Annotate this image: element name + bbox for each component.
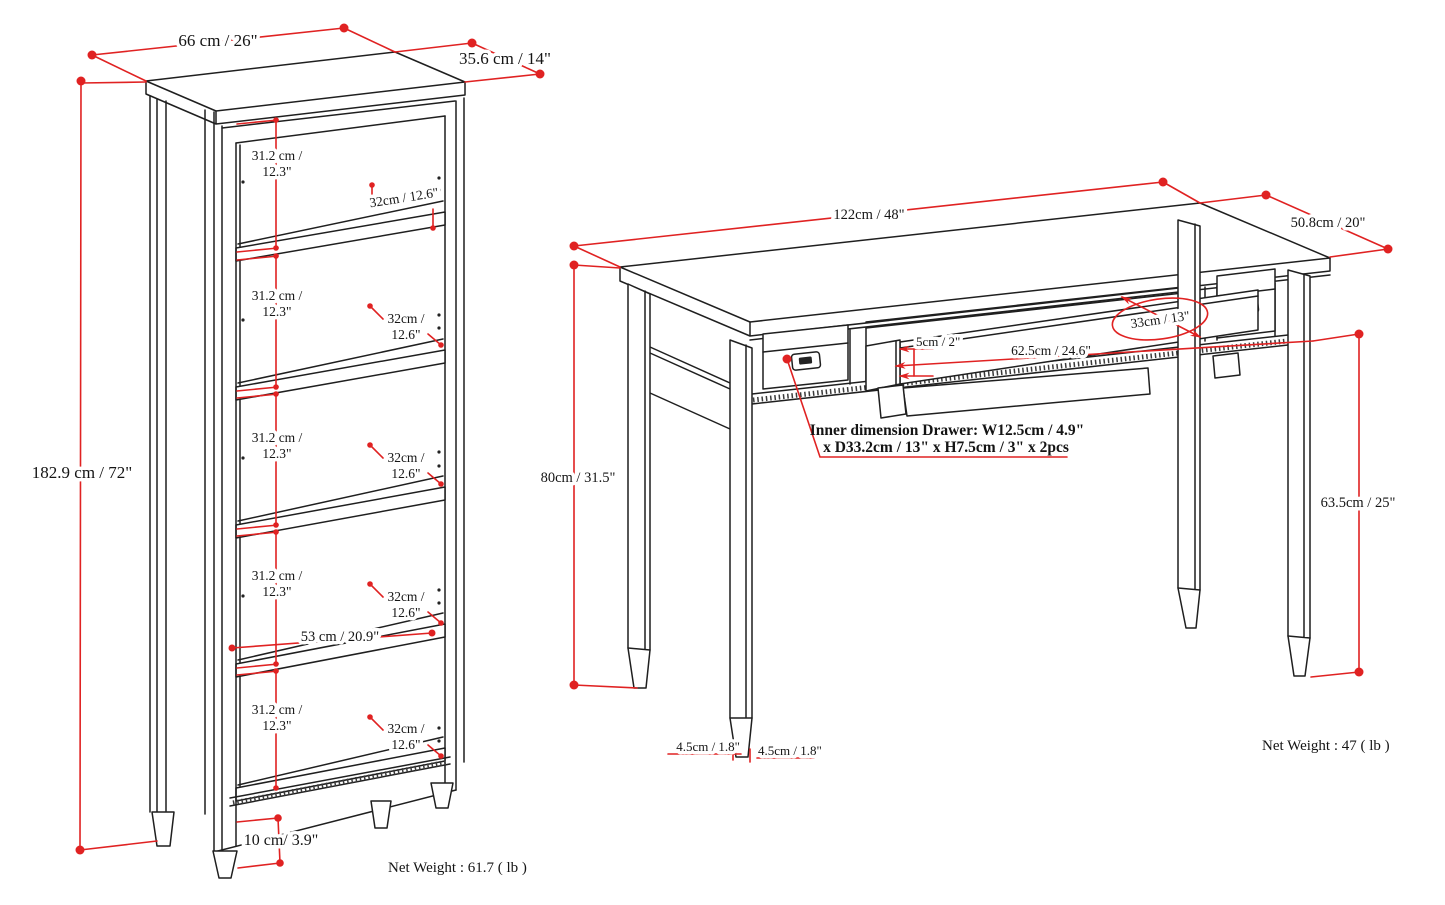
bookcase-interior-width-label: 53 cm / 20.9" <box>301 629 379 645</box>
shelf-depth-dots <box>367 182 444 759</box>
shelf-depth-label-2a: 32cm / <box>387 311 424 326</box>
drawer-note-line1: Inner dimension Drawer: W12.5cm / 4.9" <box>810 422 1085 439</box>
shelf-gap-label-3a: 31.2 cm / <box>252 430 303 445</box>
shelf-pin-holes <box>241 176 441 743</box>
shelf-gap-label-4b: 12.3" <box>262 584 291 599</box>
bookcase-leg-height-label: 10 cm/ 3.9" <box>244 832 319 849</box>
desk-height-label: 80cm / 31.5" <box>541 470 616 486</box>
tray-width-label: 62.5cm / 24.6" <box>1011 343 1091 358</box>
shelf-depth-label-2b: 12.6" <box>391 327 420 342</box>
bookcase-dimensions <box>75 23 545 869</box>
shelf-gap-label-3b: 12.3" <box>262 446 291 461</box>
bookcase-net-weight-label: Net Weight : 61.7 ( lb ) <box>388 860 527 876</box>
desk-dimensions <box>569 177 1393 763</box>
shelf-gap-label-2a: 31.2 cm / <box>252 288 303 303</box>
shelf-depth-label-5b: 12.6" <box>391 737 420 752</box>
desk-depth-label: 50.8cm / 20" <box>1291 215 1366 231</box>
desk-foot-width-label: 4.5cm / 1.8" <box>758 743 822 758</box>
shelf-gap-label-5a: 31.2 cm / <box>252 702 303 717</box>
desk-net-weight-label: Net Weight : 47 ( lb ) <box>1262 738 1390 754</box>
desk-drawing <box>619 202 1331 758</box>
shelf-gap-label-5b: 12.3" <box>262 718 291 733</box>
shelf-depth-label-4a: 32cm / <box>387 589 424 604</box>
bookcase-labels: 66 cm / 26" 35.6 cm / 14" 182.9 cm / 72"… <box>28 28 554 877</box>
desk-clearance-label: 63.5cm / 25" <box>1321 495 1396 511</box>
bookcase-height-label: 182.9 cm / 72" <box>32 463 132 482</box>
shelf-depth-label-3a: 32cm / <box>387 450 424 465</box>
bookcase-depth-label: 35.6 cm / 14" <box>459 49 551 68</box>
left-drawer-handle <box>790 351 822 371</box>
shelf-gap-label-1a: 31.2 cm / <box>252 148 303 163</box>
shelf-gap-label-1b: 12.3" <box>262 164 291 179</box>
shelf-gap-label-2b: 12.3" <box>262 304 291 319</box>
bookcase-width-label: 66 cm / 26" <box>178 31 257 50</box>
shelf-gap-dots <box>273 117 279 791</box>
shelf-depth-label-4b: 12.6" <box>391 605 420 620</box>
desk-width-label: 122cm / 48" <box>833 207 904 223</box>
shelf-depth-label-3b: 12.6" <box>391 466 420 481</box>
drawer-note-line2: x D33.2cm / 13" x H7.5cm / 3" x 2pcs <box>823 439 1069 456</box>
tray-lip-label: 5cm / 2" <box>916 334 960 349</box>
bookcase-drawing <box>145 51 466 879</box>
shelf-gap-label-4a: 31.2 cm / <box>252 568 303 583</box>
shelf-depth-label-1: 32cm / 12.6" <box>368 185 439 211</box>
shelf-depth-label-5a: 32cm / <box>387 721 424 736</box>
desk-foot-depth-label: 4.5cm / 1.8" <box>676 739 740 754</box>
